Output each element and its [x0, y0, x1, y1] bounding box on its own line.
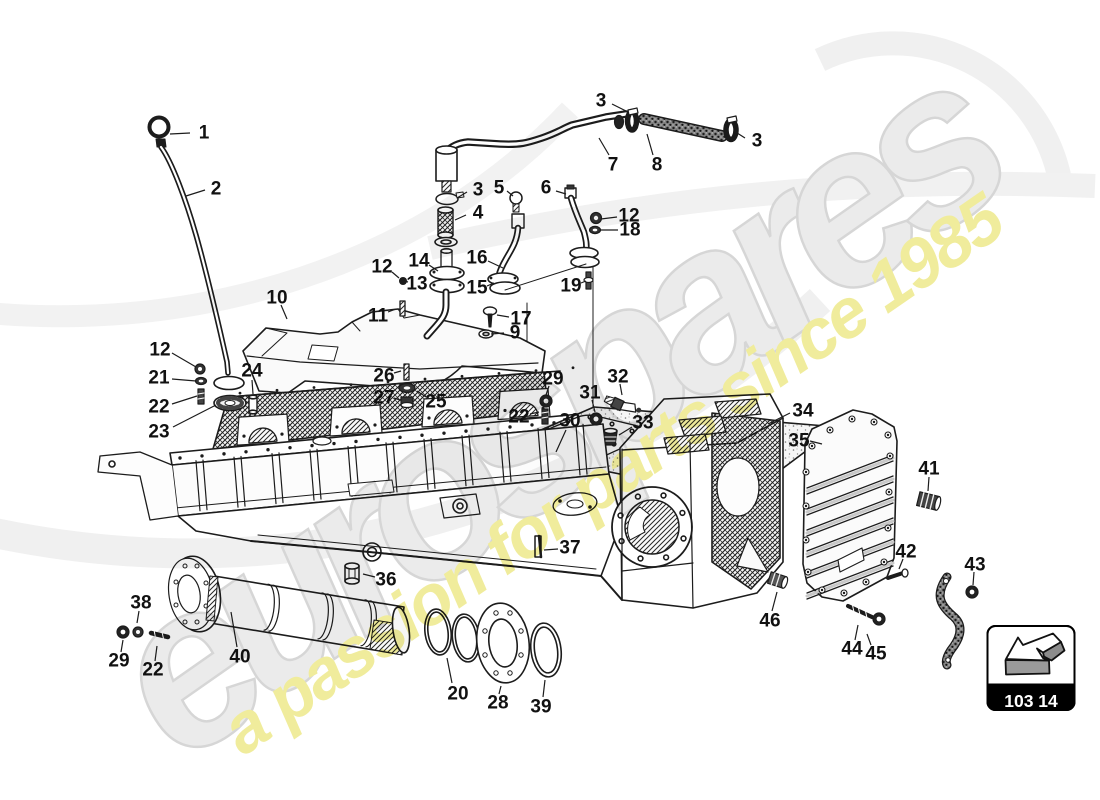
svg-text:45: 45 — [865, 644, 887, 665]
svg-text:9: 9 — [510, 323, 521, 344]
svg-text:43: 43 — [964, 555, 985, 576]
svg-text:18: 18 — [619, 220, 640, 241]
svg-text:3: 3 — [596, 91, 607, 112]
svg-text:23: 23 — [148, 422, 169, 443]
svg-text:29: 29 — [108, 651, 129, 672]
svg-text:5: 5 — [494, 178, 505, 199]
svg-text:22: 22 — [508, 407, 529, 428]
svg-text:12: 12 — [149, 340, 170, 361]
svg-text:20: 20 — [447, 684, 468, 705]
svg-text:36: 36 — [375, 570, 396, 591]
svg-text:17: 17 — [510, 309, 531, 330]
svg-text:16: 16 — [466, 248, 487, 269]
svg-text:8: 8 — [652, 155, 663, 176]
svg-text:22: 22 — [142, 660, 163, 681]
svg-text:19: 19 — [560, 276, 581, 297]
svg-text:35: 35 — [788, 431, 810, 452]
svg-text:34: 34 — [792, 401, 814, 422]
svg-text:25: 25 — [425, 392, 447, 413]
svg-text:11: 11 — [368, 306, 389, 327]
svg-text:3: 3 — [752, 131, 763, 152]
svg-text:14: 14 — [408, 251, 430, 272]
svg-text:103 14: 103 14 — [1004, 691, 1058, 711]
svg-text:7: 7 — [608, 155, 619, 176]
svg-text:21: 21 — [148, 368, 170, 389]
svg-text:4: 4 — [473, 203, 484, 224]
svg-text:42: 42 — [895, 542, 916, 563]
svg-text:37: 37 — [559, 538, 580, 559]
svg-text:6: 6 — [541, 178, 552, 199]
svg-text:41: 41 — [918, 459, 940, 480]
svg-text:28: 28 — [487, 693, 508, 714]
svg-text:22: 22 — [148, 397, 169, 418]
svg-text:13: 13 — [406, 274, 427, 295]
svg-text:26: 26 — [373, 366, 394, 387]
svg-text:12: 12 — [371, 257, 392, 278]
svg-text:29: 29 — [542, 369, 563, 390]
svg-text:1: 1 — [199, 123, 210, 144]
svg-text:31: 31 — [579, 383, 601, 404]
svg-text:44: 44 — [841, 639, 863, 660]
svg-text:2: 2 — [211, 179, 222, 200]
svg-text:46: 46 — [759, 611, 780, 632]
svg-text:27: 27 — [373, 388, 394, 409]
svg-text:40: 40 — [229, 647, 250, 668]
svg-text:30: 30 — [559, 411, 580, 432]
svg-text:38: 38 — [130, 593, 151, 614]
svg-text:39: 39 — [530, 697, 551, 718]
svg-text:15: 15 — [466, 278, 488, 299]
svg-text:24: 24 — [241, 361, 263, 382]
svg-text:32: 32 — [607, 367, 628, 388]
